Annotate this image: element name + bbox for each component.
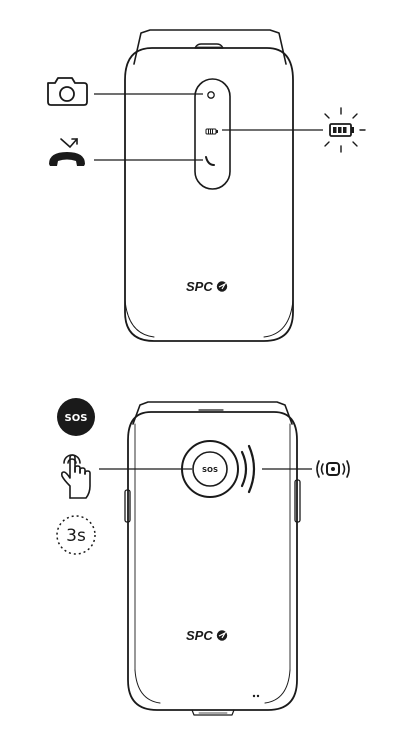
- battery-charging-icon: [324, 107, 366, 153]
- phone-front-logo: SPC: [186, 279, 228, 294]
- sos-indicator-label: SOS: [65, 413, 88, 424]
- phone-front-brand: SPC: [186, 279, 213, 294]
- phone-front-hinge-slot: [194, 43, 224, 49]
- vibration-alarm-icon: [316, 460, 350, 478]
- sos-button: [192, 451, 228, 487]
- phone-back-brand: SPC: [186, 628, 213, 643]
- vibration-arc-2: [247, 444, 256, 494]
- phone-back-hinge: [132, 401, 293, 425]
- phone-front-body: [124, 47, 294, 342]
- timer-label: 3s: [66, 526, 86, 546]
- mic-hole: [252, 694, 256, 698]
- phone-back: [124, 401, 301, 716]
- pill-battery-indicator: [205, 128, 218, 135]
- phone-back-body: [127, 411, 298, 711]
- external-pill-display: [194, 78, 231, 190]
- right-side-key: [294, 479, 301, 523]
- timer-indicator: 3s: [56, 515, 96, 555]
- vibration-arc-1: [240, 450, 248, 488]
- mic-hole: [256, 694, 260, 698]
- pill-call-icon: [205, 156, 215, 166]
- camera-lens: [207, 91, 215, 99]
- phone-front: [124, 29, 294, 342]
- left-side-key: [124, 489, 131, 523]
- phone-back-logo: SPC: [186, 628, 228, 643]
- finger-press-icon: [60, 454, 91, 499]
- end-call-icon: [49, 138, 85, 166]
- sos-button-label: SOS: [202, 466, 218, 474]
- sos-indicator: SOS: [57, 398, 95, 436]
- phone-front-hinge: [133, 29, 287, 65]
- camera-icon: [47, 77, 88, 106]
